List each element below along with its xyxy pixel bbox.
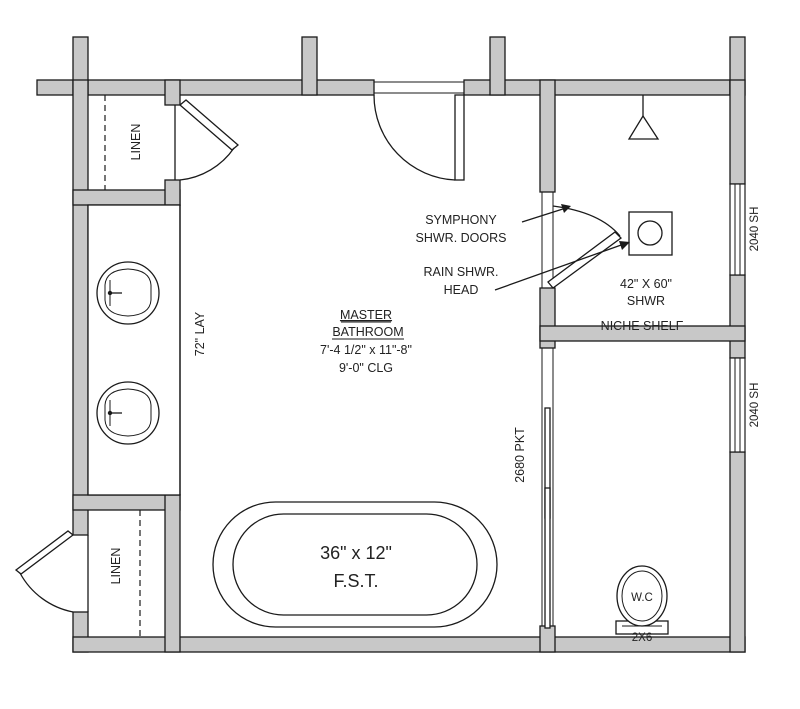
shower-door-arrow [521, 204, 571, 223]
top-stub-right [489, 36, 506, 96]
tub-size: 36" x 12" [320, 543, 392, 563]
pocket-door-label: 2680 PKT [513, 427, 527, 483]
toilet-tag: 2X6 [632, 632, 652, 644]
top-wall-left [36, 79, 375, 96]
partition-wall-upper [539, 79, 556, 193]
partition-wall-bottom [539, 625, 556, 653]
toilet-label: W.C [631, 592, 653, 604]
linen-top-side [164, 79, 181, 106]
right-wall-1 [729, 79, 746, 185]
top-stub-mid [301, 36, 318, 96]
shower-doors-label-2: SHWR. DOORS [416, 231, 507, 245]
room-subtitle: BATHROOM [332, 325, 403, 339]
shower-name: SHWR [627, 294, 665, 308]
linen-top-wall [72, 189, 181, 206]
room-ceiling: 9'-0" CLG [339, 361, 393, 375]
pocket-door[interactable] [541, 348, 554, 629]
linen-bottom-wall [72, 494, 181, 511]
freestanding-tub [212, 501, 498, 628]
linen-bottom-door[interactable] [14, 530, 75, 613]
sink-upper [96, 261, 160, 325]
right-wall-2 [729, 274, 746, 359]
tub-type: F.S.T. [333, 571, 378, 591]
linen-top-side-lower [164, 179, 181, 206]
sink-lower [96, 381, 160, 445]
room-dimensions: 7'-4 1/2" x 11"-8" [320, 343, 412, 357]
shower-doors-label-1: SYMPHONY [425, 213, 497, 227]
room-title: MASTER [340, 308, 392, 322]
vanity [87, 204, 181, 496]
shower-drain-icon [628, 211, 673, 256]
walls [36, 36, 746, 653]
right-wall-3 [729, 451, 746, 653]
window-upper-label: 2040 SH [749, 207, 761, 252]
linen-closet-bottom [87, 510, 141, 637]
vanity-label: 72" LAY [193, 311, 207, 356]
linen-bottom-side [164, 494, 181, 653]
shower-head-label-1: RAIN SHWR. [424, 265, 499, 279]
linen-top-label: LINEN [129, 124, 143, 161]
entry-door[interactable] [373, 81, 465, 181]
linen-closet-top [104, 95, 176, 190]
window-lower [729, 357, 746, 453]
linen-bottom-label: LINEN [109, 548, 123, 585]
rain-shower-head-icon [627, 95, 660, 140]
shower-size: 42" X 60" [620, 277, 672, 291]
linen-top-door[interactable] [178, 99, 240, 181]
shower-head-arrow [494, 241, 630, 291]
window-lower-label: 2040 SH [749, 383, 761, 428]
shower-head-label-2: HEAD [444, 283, 479, 297]
niche-shelf-label: NICHE SHELF [601, 319, 684, 333]
window-upper [729, 183, 746, 276]
toilet-icon [615, 565, 669, 635]
left-wall-upper [72, 79, 89, 536]
shower-door[interactable] [541, 192, 622, 289]
